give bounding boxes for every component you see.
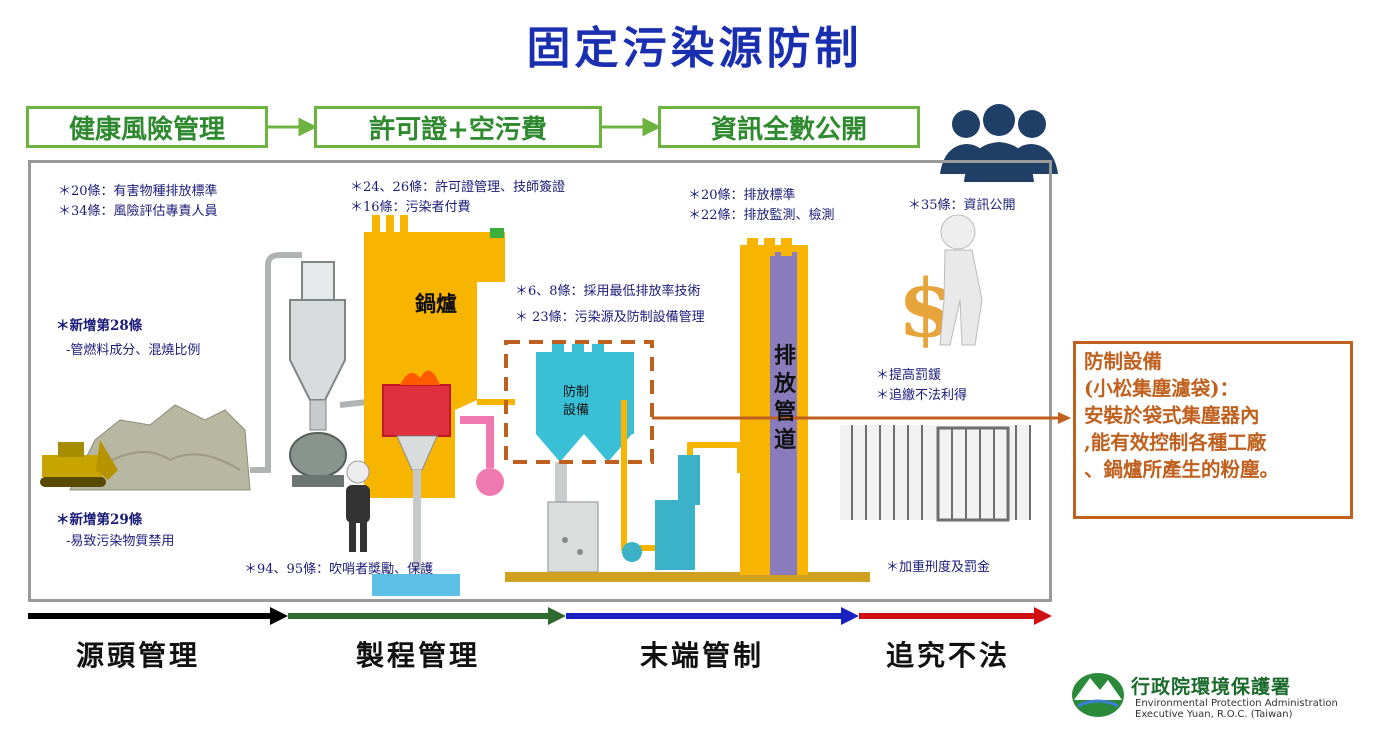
boiler-label: 鍋爐 <box>415 291 457 316</box>
note-end-22: ＊22條：排放監測、檢測 <box>688 208 835 223</box>
note-source-34: ＊34條：風險評估專責人員 <box>58 204 218 219</box>
note-process-94: ＊94、95條：吹哨者獎勵、保護 <box>244 562 434 577</box>
silo-icon <box>289 261 347 487</box>
water-icon <box>372 574 460 596</box>
bulldozer-icon <box>40 440 118 487</box>
stage-health-risk: 健康風險管理 <box>26 106 268 148</box>
equipment-callout: 防制設備 (小松集塵濾袋)： 安裝於袋式集塵器內 ,能有效控制各種工廠 、鍋爐所… <box>1073 341 1353 519</box>
epa-name-en: Environmental Protection Administration … <box>1135 698 1338 720</box>
equipment-label-line2: 設備 <box>562 403 589 418</box>
note-law-35: ＊35條：資訊公開 <box>908 198 1016 213</box>
note-process-16: ＊16條：污染者付費 <box>350 200 471 215</box>
epa-name-en-line1: Environmental Protection Administration <box>1135 698 1338 709</box>
page-title: 固定污染源防制 <box>526 23 863 74</box>
note-process-23: ＊ 23條：污染源及防制設備管理 <box>515 310 705 325</box>
callout-line: (小松集塵濾袋)： <box>1084 377 1239 400</box>
whistleblower-icon <box>346 460 370 552</box>
jail-icon <box>840 425 1031 522</box>
callout-line: 、鍋爐所產生的粉塵。 <box>1084 458 1280 481</box>
note-law-profit: ＊追繳不法利得 <box>876 388 968 403</box>
note-law-fine: ＊提高罰鍰 <box>876 368 942 383</box>
stack-label-char: 管 <box>773 399 796 425</box>
phase-end: 末端管制 <box>640 639 765 672</box>
phase-enforcement: 追究不法 <box>886 639 1011 672</box>
equipment-label: 防制 設備 <box>556 384 596 420</box>
equipment-label-line1: 防制 <box>562 385 589 400</box>
phase-process: 製程管理 <box>356 639 481 672</box>
note-source-29-detail: -易致污染物質禁用 <box>66 534 175 549</box>
dust-collector-icon <box>536 344 634 573</box>
callout-line: 防制設備 <box>1084 350 1163 373</box>
note-end-20: ＊20條：排放標準 <box>688 188 796 203</box>
stack-label-char: 排 <box>773 343 796 369</box>
phase-source: 源頭管理 <box>76 639 201 672</box>
note-law-penalty: ＊加重刑度及罰金 <box>886 560 991 575</box>
epa-name-en-line2: Executive Yuan, R.O.C. (Taiwan) <box>1135 709 1293 720</box>
equipment-highlight <box>504 340 654 464</box>
note-source-29: ＊新增第29條 <box>56 512 143 528</box>
epa-name-cn: 行政院環境保護署 <box>1131 676 1292 698</box>
note-process-24: ＊24、26條：許可證管理、技師簽證 <box>350 180 566 195</box>
stack-label-char: 道 <box>773 427 796 453</box>
callout-line: ,能有效控制各種工廠 <box>1084 431 1267 454</box>
epa-logo-icon <box>1072 673 1124 717</box>
note-source-20: ＊20條：有害物種排放標準 <box>58 184 218 199</box>
note-source-28: ＊新增第28條 <box>56 318 143 334</box>
dollar-man-icon: $ <box>898 214 983 355</box>
boiler-icon <box>364 215 505 570</box>
stage-permit-fee: 許可證+空污費 <box>314 106 602 148</box>
callout-line: 安裝於袋式集塵器內 <box>1084 404 1260 427</box>
phase-arrows <box>28 607 1052 625</box>
stack-label-char: 放 <box>773 371 796 397</box>
process-frame <box>28 160 1052 602</box>
note-process-6: ＊6、8條：採用最低排放率技術 <box>515 284 701 299</box>
stack-label: 排 放 管 道 <box>772 342 798 454</box>
note-source-28-detail: -管燃料成分、混燒比例 <box>66 343 201 358</box>
stack-icon <box>740 238 808 575</box>
